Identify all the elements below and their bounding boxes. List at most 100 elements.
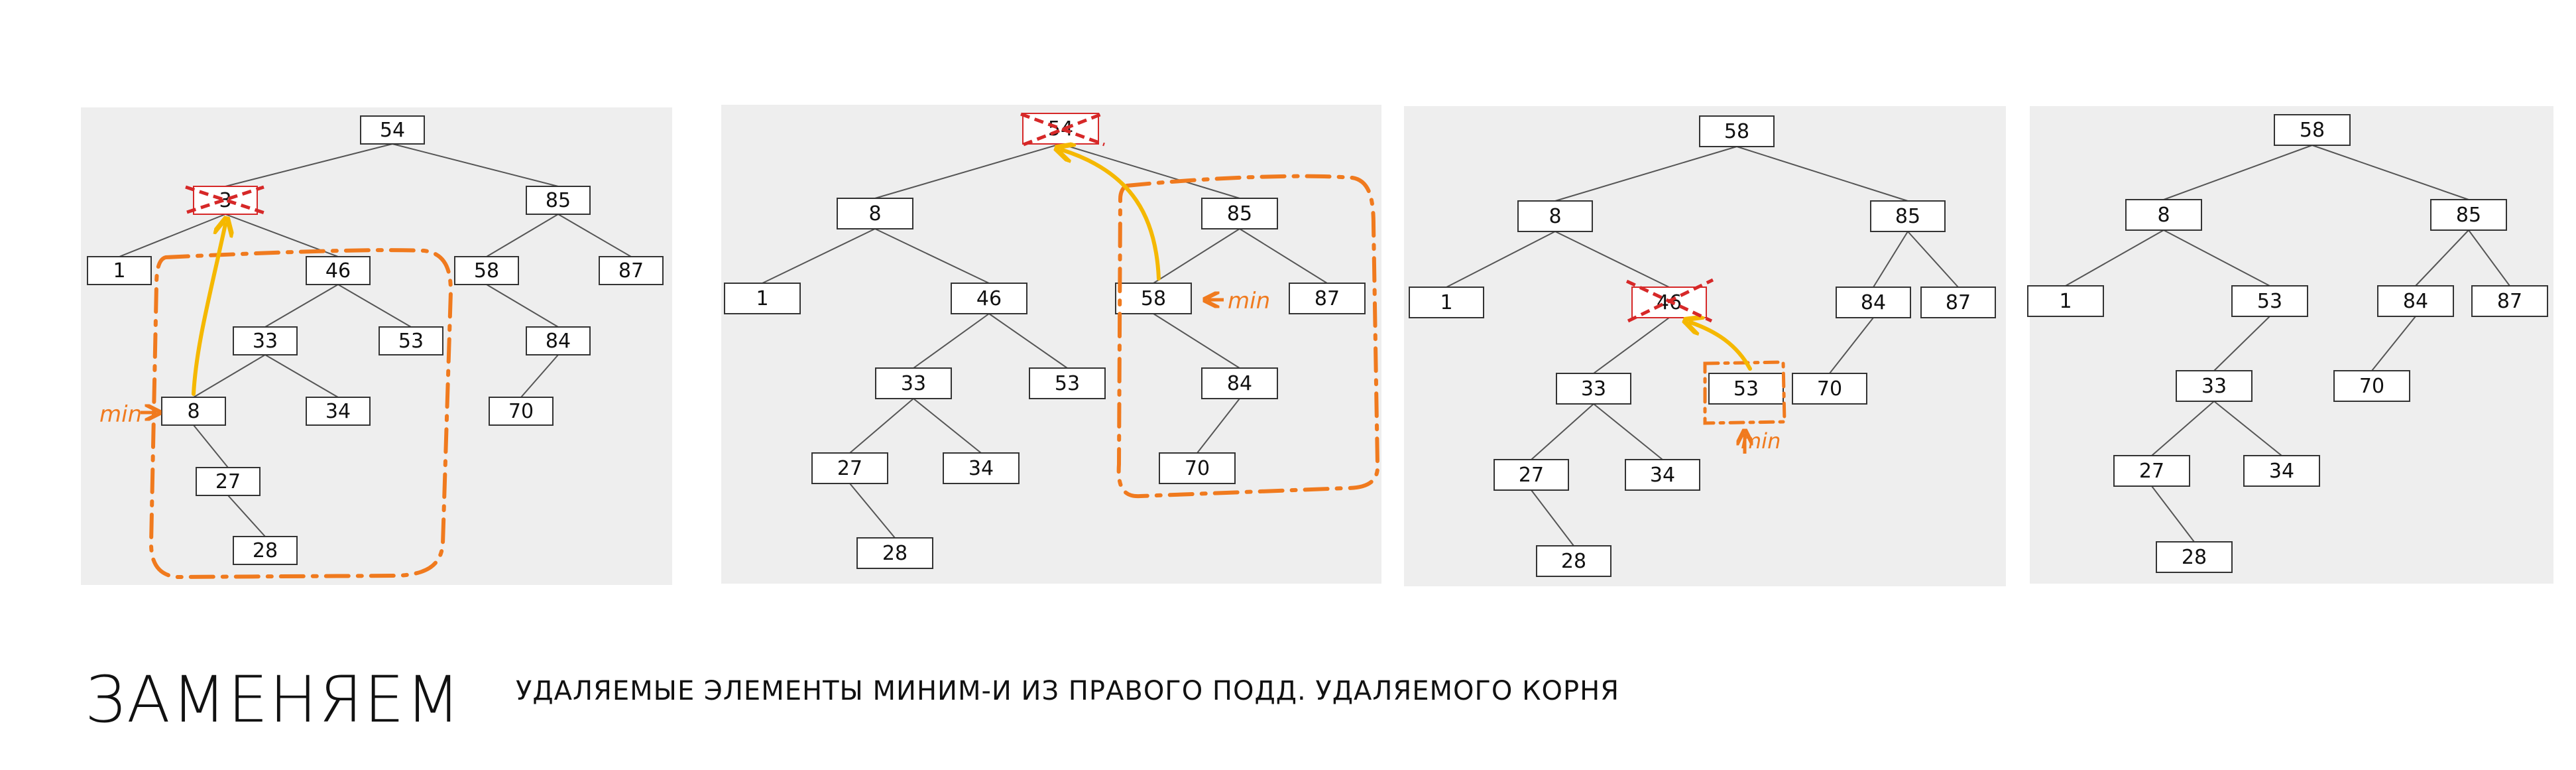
tree-node-box bbox=[1708, 373, 1784, 405]
tree-node-label: 85 bbox=[1227, 202, 1252, 225]
tree-edge bbox=[1554, 231, 1670, 288]
tree-node-label: 87 bbox=[2497, 290, 2522, 313]
tree-node-box bbox=[161, 397, 226, 426]
move-up-arrow bbox=[192, 224, 225, 396]
tree-node: 84 bbox=[1836, 287, 1911, 318]
tree-node-label: 28 bbox=[882, 542, 907, 565]
tree-node-box bbox=[2243, 455, 2320, 487]
tree-edge bbox=[227, 495, 266, 537]
min-label: min bbox=[99, 401, 142, 428]
tree-edge bbox=[2163, 145, 2313, 200]
tree-node: 1 bbox=[2027, 285, 2104, 317]
tree-node: 27 bbox=[2113, 455, 2190, 487]
tree-edge bbox=[2415, 229, 2469, 287]
caption-text: удаляемые элементы миним-и из правого по… bbox=[516, 676, 1619, 706]
min-subtree-outline bbox=[1703, 360, 1786, 425]
panel-2-tree bbox=[762, 143, 1328, 539]
tree-node: 53 bbox=[379, 326, 443, 355]
tree-node-label: 84 bbox=[2403, 290, 2428, 313]
tree-edge bbox=[874, 228, 990, 284]
tree-node-box bbox=[1115, 283, 1192, 314]
tree-node-label: 70 bbox=[1185, 457, 1210, 480]
tree-node-label: 1 bbox=[2059, 290, 2072, 313]
min-label: min bbox=[1741, 428, 1781, 454]
tree-node: 85 bbox=[1201, 198, 1278, 229]
tree-node: 46 bbox=[951, 283, 1027, 314]
tree-node: 58 bbox=[454, 256, 519, 285]
tree-node-box bbox=[837, 198, 913, 229]
tree-node-label: 53 bbox=[398, 330, 424, 353]
tree-node: 54 bbox=[1022, 113, 1099, 145]
tree-node-box bbox=[1699, 115, 1775, 147]
tree-node-box bbox=[724, 283, 801, 314]
panel-3-background bbox=[1404, 106, 2006, 586]
tree-node-box bbox=[1517, 200, 1593, 232]
tree-node-label: 46 bbox=[325, 259, 351, 283]
tree-node-box bbox=[233, 536, 298, 565]
tree-node-label: 34 bbox=[325, 400, 351, 423]
tree-node-label: 1 bbox=[1440, 291, 1452, 314]
panel-1-annotations: min bbox=[99, 185, 453, 580]
tree-node: 1 bbox=[724, 283, 801, 314]
tree-node-box bbox=[1836, 287, 1911, 318]
tree-node-label: 54 bbox=[1048, 117, 1073, 141]
tree-node-label: 33 bbox=[901, 372, 926, 395]
tree-node-box bbox=[1493, 459, 1569, 491]
tree-node-box bbox=[526, 326, 591, 355]
tree-node-label: 87 bbox=[618, 259, 644, 283]
tree-node: 1 bbox=[1409, 287, 1484, 318]
tree-edge bbox=[1197, 398, 1240, 454]
tree-edge bbox=[1829, 317, 1874, 374]
tree-edge bbox=[1736, 146, 1908, 202]
tree-edge bbox=[1531, 403, 1594, 460]
tree-node-box bbox=[2156, 541, 2233, 573]
tree-node-box bbox=[1792, 373, 1867, 405]
panel-4-tree bbox=[2065, 145, 2510, 543]
tree-edge bbox=[1153, 228, 1240, 284]
tree-node: 85 bbox=[1870, 200, 1946, 232]
tree-edge bbox=[264, 354, 339, 398]
tree-edge bbox=[2468, 229, 2510, 287]
tree-node-box bbox=[2176, 370, 2253, 402]
min-subtree-outline bbox=[1116, 174, 1380, 499]
tree-node-label: 85 bbox=[1895, 205, 1920, 228]
tree-node: 8 bbox=[2125, 199, 2202, 231]
tree-node-label: 8 bbox=[2157, 204, 2170, 227]
tree-node-box bbox=[856, 537, 933, 569]
tree-edge bbox=[913, 398, 982, 454]
tree-edge bbox=[1554, 146, 1737, 202]
tree-node: 34 bbox=[943, 452, 1020, 484]
tree-node: 70 bbox=[489, 397, 554, 426]
tree-node-label: 33 bbox=[1581, 377, 1606, 401]
move-up-arrow bbox=[1062, 150, 1161, 281]
tree-node-label: 58 bbox=[1724, 120, 1749, 143]
tree-node-box bbox=[2125, 199, 2202, 231]
tree-edge bbox=[1060, 143, 1240, 199]
tree-node-label: 70 bbox=[1817, 377, 1842, 401]
tree-edge bbox=[874, 143, 1061, 199]
tree-node: 8 bbox=[1517, 200, 1593, 232]
tree-node-label: 34 bbox=[1650, 464, 1675, 487]
tree-node-box bbox=[811, 452, 888, 484]
tree-node-label: 58 bbox=[474, 259, 499, 283]
tree-edge bbox=[1153, 313, 1240, 369]
tree-edge bbox=[520, 354, 559, 398]
tree-node: 28 bbox=[856, 537, 933, 569]
caption-title: ЗАМЕНЯЕМ bbox=[85, 663, 462, 737]
tree-node-box bbox=[1870, 200, 1946, 232]
tree-node-box bbox=[1289, 283, 1366, 314]
tree-node: 87 bbox=[2471, 285, 2548, 317]
tree-node: 27 bbox=[1493, 459, 1569, 491]
tree-node-label: 8 bbox=[187, 400, 200, 423]
tree-node: 70 bbox=[1159, 452, 1236, 484]
tree-node-box bbox=[379, 326, 443, 355]
tree-edge bbox=[1531, 489, 1574, 546]
tree-node-box bbox=[2430, 199, 2507, 231]
tree-node-label: 1 bbox=[756, 287, 768, 310]
tree-node: 33 bbox=[875, 367, 952, 399]
tree-edge bbox=[2213, 316, 2270, 371]
tree-node-label: 8 bbox=[1549, 205, 1561, 228]
